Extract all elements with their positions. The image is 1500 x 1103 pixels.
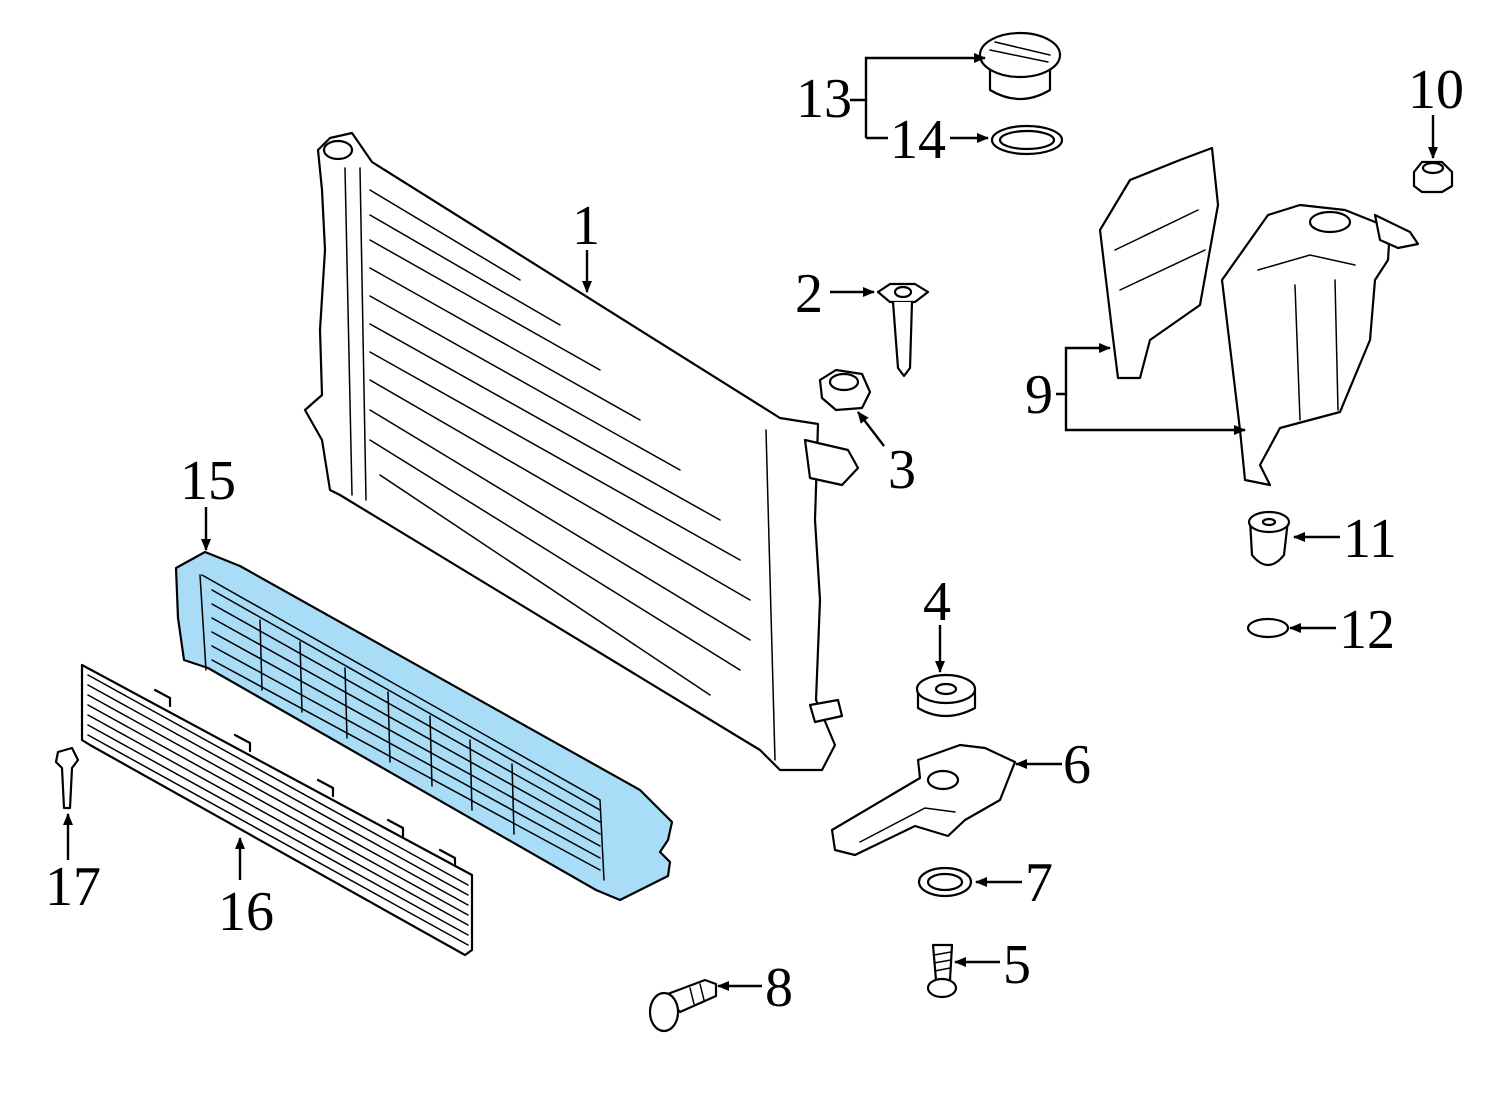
radiator-fins [369,189,751,696]
callout-13: 13 [796,68,852,130]
callout-1: 1 [572,195,600,257]
radiator[interactable] [303,131,860,772]
callout-2: 2 [795,263,823,325]
lower-insulator[interactable] [915,673,977,718]
o-ring[interactable] [1246,617,1290,639]
callout-15: 15 [180,450,236,512]
auxiliary-radiator[interactable] [174,550,674,902]
callout-16: 16 [218,881,274,943]
bracket[interactable] [830,743,1017,857]
callout-12: 12 [1339,599,1395,661]
washer[interactable] [917,866,973,898]
coolant-reservoir[interactable] [1098,146,1420,487]
nut[interactable] [1412,160,1454,194]
callout-6: 6 [1063,734,1091,796]
callout-4: 4 [923,571,951,633]
callout-11: 11 [1343,508,1397,570]
cap-seal[interactable] [990,124,1064,156]
air-guide[interactable] [80,663,474,957]
callout-8: 8 [765,957,793,1019]
callout-9: 9 [1025,364,1053,426]
reservoir-cap[interactable] [978,31,1062,100]
leader-lines [63,53,1438,991]
callout-10: 10 [1408,59,1464,121]
bolt-8[interactable] [648,978,718,1033]
callout-7: 7 [1025,852,1053,914]
callout-3: 3 [888,439,916,501]
upper-mount[interactable] [818,368,872,412]
auxiliary-radiator-fins [211,589,601,871]
callout-labels: 1 2 3 4 5 6 7 8 9 10 11 12 13 14 15 16 1… [45,59,1464,1019]
callout-17: 17 [45,856,101,918]
bolt-5[interactable] [926,943,958,999]
grommet[interactable] [1247,510,1291,567]
callout-14: 14 [890,109,946,171]
pin[interactable] [876,282,930,378]
clip[interactable] [54,746,80,810]
callout-5: 5 [1003,934,1031,996]
air-guide-slats [87,674,469,946]
